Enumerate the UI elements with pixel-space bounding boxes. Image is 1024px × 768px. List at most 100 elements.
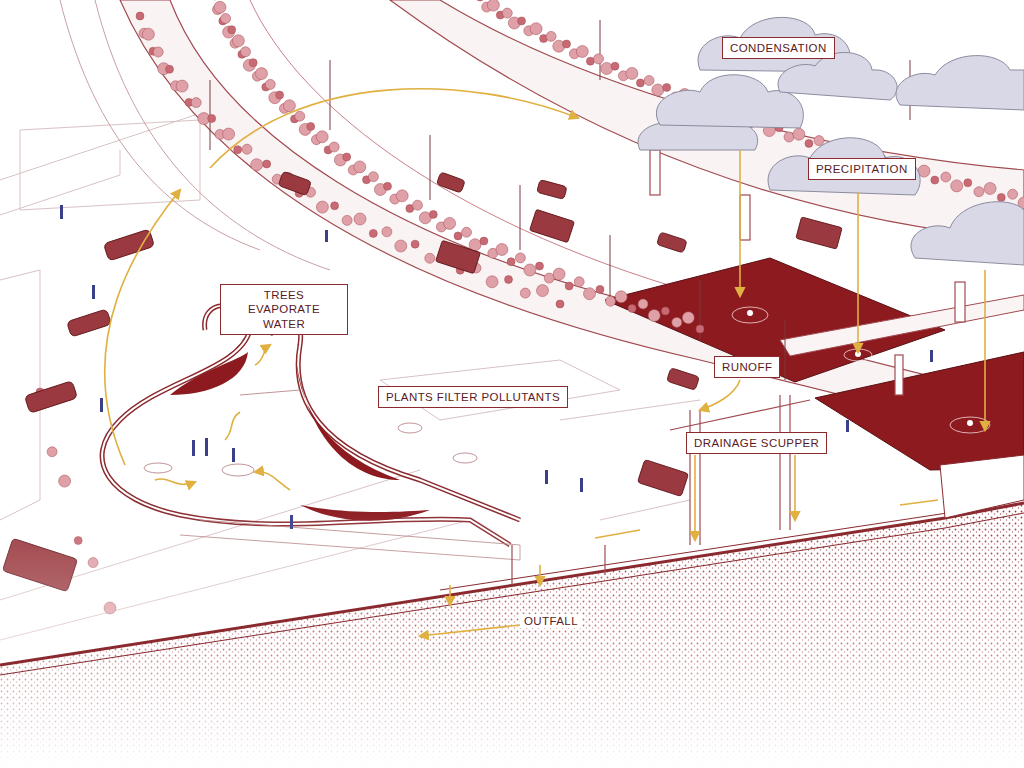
tree <box>596 285 604 293</box>
label-box: PLANTS FILTER POLLUTANTS <box>378 386 568 408</box>
art-path <box>940 455 1024 518</box>
art-rect <box>0 500 1024 768</box>
art-path <box>20 120 200 210</box>
art-path <box>900 500 938 505</box>
tree <box>242 144 252 154</box>
art-path <box>270 317 520 520</box>
tree <box>553 268 565 280</box>
art-path <box>440 505 1000 590</box>
art-path <box>604 545 605 575</box>
tree <box>462 227 472 237</box>
art-path <box>739 150 741 296</box>
tree <box>342 215 352 225</box>
tree <box>191 98 201 108</box>
tree <box>429 210 437 218</box>
art-rect <box>530 209 575 242</box>
tree <box>208 115 216 123</box>
tree <box>636 79 644 87</box>
tree <box>176 80 188 92</box>
art-ellipse <box>398 423 422 433</box>
art-path <box>778 52 897 100</box>
tree <box>316 201 328 213</box>
art-path <box>520 185 521 250</box>
art-path <box>255 345 270 365</box>
tree <box>221 14 231 24</box>
tree <box>563 40 571 48</box>
tree <box>223 128 235 140</box>
art-rect <box>192 440 195 456</box>
art-ellipse <box>222 464 254 476</box>
annotation-label: OUTFALL <box>520 614 582 628</box>
art-path <box>449 585 451 605</box>
tree <box>496 244 508 256</box>
art-rect <box>637 459 688 496</box>
art-path <box>60 0 260 250</box>
tree <box>234 146 242 154</box>
tree <box>814 136 824 146</box>
tree <box>329 142 339 152</box>
tree <box>507 258 515 266</box>
tree <box>368 172 378 182</box>
tree <box>974 187 984 197</box>
tree <box>283 100 295 112</box>
art-rect <box>955 282 965 322</box>
tree <box>515 253 525 263</box>
tree <box>1008 189 1018 199</box>
art-path <box>420 625 520 636</box>
water-arrows <box>105 89 985 636</box>
tree <box>59 475 71 487</box>
art-path <box>0 503 1024 665</box>
art-path <box>390 0 1024 240</box>
art-circle <box>747 310 753 316</box>
art-path <box>210 89 578 168</box>
tree <box>682 312 694 324</box>
art-path <box>857 192 859 352</box>
tree <box>454 232 462 240</box>
tree <box>964 179 972 187</box>
tree <box>951 180 963 192</box>
tree <box>249 59 257 67</box>
lamp-posts <box>210 20 910 380</box>
art-rect <box>657 232 688 253</box>
art-rect <box>24 381 77 414</box>
art-ellipse <box>453 453 477 463</box>
tree <box>931 176 939 184</box>
tree <box>696 325 704 333</box>
label-box: CONDENSATION <box>722 37 835 59</box>
tree <box>486 276 498 288</box>
tree <box>793 128 805 140</box>
art-path <box>120 0 1024 440</box>
art-rect <box>537 180 567 200</box>
tree <box>652 84 664 96</box>
tree <box>661 307 669 315</box>
art-rect <box>545 470 548 484</box>
tree <box>295 111 305 121</box>
art-ellipse <box>950 417 990 433</box>
tree <box>941 172 951 182</box>
art-path <box>699 410 700 545</box>
art-rect <box>650 150 660 195</box>
art-path <box>689 410 690 545</box>
art-path <box>610 235 611 300</box>
tree <box>576 46 588 58</box>
art-path <box>789 395 790 530</box>
tree <box>469 239 481 251</box>
art-path <box>330 60 331 130</box>
art-path <box>155 479 195 484</box>
tree <box>307 123 315 131</box>
label-text: CONDENSATION <box>730 41 827 55</box>
tree <box>480 237 488 245</box>
art-rect <box>232 448 235 462</box>
art-path <box>225 412 240 440</box>
art-path <box>785 320 786 380</box>
tree <box>546 31 556 41</box>
art-rect <box>580 478 583 492</box>
tree <box>644 76 654 86</box>
art-rect <box>436 240 481 273</box>
tree <box>444 217 456 229</box>
art-rect <box>796 217 842 249</box>
art-ellipse <box>144 463 172 473</box>
label-text: PRECIPITATION <box>816 162 908 176</box>
tree <box>251 159 263 171</box>
